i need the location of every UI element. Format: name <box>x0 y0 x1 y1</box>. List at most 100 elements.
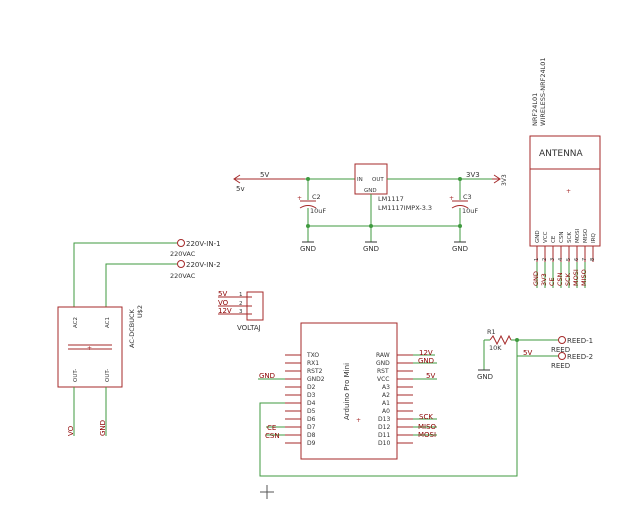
power-section: 5v 5V IN OUT GND LM1117 LM1117IMPX-3.3 3… <box>233 163 508 253</box>
nrf-pin-number: 8 <box>590 258 596 261</box>
reed-1-name: REED-1 <box>567 337 593 345</box>
arduino-net-csn: CSN <box>265 432 280 440</box>
cap-c3-name: C3 <box>463 193 472 201</box>
nrf-pin-number: 4 <box>558 258 564 261</box>
supply-5v-symbol <box>233 174 305 184</box>
arduino-pin-label: VCC <box>377 376 389 383</box>
volt-jack-net: VO <box>218 299 229 307</box>
psu-body <box>57 306 123 388</box>
cap-c3-plate-bottom <box>451 205 469 209</box>
volt-jack-pin-number: 1 <box>239 292 243 298</box>
psu-origin: + <box>87 345 92 352</box>
net-3v3-label: 3V3 <box>466 171 480 179</box>
nrf-subtitle: WIRELESS-NRF24L01 <box>539 57 547 126</box>
arduino-body <box>300 322 398 460</box>
nrf-body <box>529 135 601 247</box>
reed-2-value: REED <box>551 362 570 370</box>
psu-pin-ac2: AC2 <box>73 317 79 328</box>
arduino-pin-label: D7 <box>307 424 316 431</box>
arduino-net-ce: CE <box>267 424 276 432</box>
arduino-pin-label: RST2 <box>307 368 323 375</box>
mains-connector-2-name: 220V-IN-2 <box>186 261 221 269</box>
cap-c3-value: 10uF <box>462 207 478 215</box>
regulator-pin-out: OUT <box>372 177 384 183</box>
regulator-value: LM1117IMPX-3.3 <box>378 204 432 212</box>
nrf-pin-label: MISO <box>583 228 589 243</box>
arduino-pin-label: D2 <box>307 384 316 391</box>
psu-pin-out-minus: OUT- <box>73 369 79 382</box>
arduino-pin-label: GND <box>376 360 390 367</box>
nrf-pin-number: 3 <box>550 258 556 261</box>
volt-jack-net: 12V <box>218 307 232 315</box>
resistor-r1-name: R1 <box>487 328 496 336</box>
reed-1-pad <box>558 336 566 344</box>
resistor-r1-value: 10K <box>489 344 502 352</box>
nrf-net-label: MOSI <box>572 269 580 286</box>
arduino-pin-label: A0 <box>382 408 390 415</box>
arduino-pin-label: D6 <box>307 416 316 423</box>
nrf-pin-label: IRQ <box>591 233 597 243</box>
nrf-pin-label: CSN <box>559 232 565 243</box>
arduino-pin-label: RAW <box>376 352 390 359</box>
arduino-net-miso: MISO <box>418 423 437 431</box>
arduino-pin-label: GND2 <box>307 376 325 383</box>
arduino-net-12v: 12V <box>419 349 433 357</box>
nrf-pin-label: VCC <box>543 231 549 243</box>
nrf-pin-label: CE <box>551 235 557 243</box>
arduino-pin-label: RST <box>377 368 389 375</box>
volt-jack-net: 5V <box>218 290 227 298</box>
arduino-name: Arduino Pro Mini <box>343 363 351 420</box>
supply-3v3-symbol-label: 3V3 <box>501 174 508 186</box>
nrf24l01-module: NRF24L01 WIRELESS-NRF24L01 ANTENNA + GND… <box>529 57 601 288</box>
arduino-left-pins <box>285 354 301 444</box>
gnd-label: GND <box>363 245 379 253</box>
reed-gnd-label: GND <box>477 373 493 381</box>
arduino-pin-label: D8 <box>307 432 316 439</box>
arduino-right-pin-labels: RAW GND RST VCC A3 A2 A1 A0 D13 D12 D11 … <box>376 352 390 447</box>
reed-1-value: REED <box>551 346 570 354</box>
arduino-left-pin-labels: TXO RX1 RST2 GND2 D2 D3 D4 D5 D6 D7 D8 D… <box>306 352 325 447</box>
nrf-title: NRF24L01 <box>531 93 539 126</box>
wire-mains-2 <box>105 263 177 307</box>
nrf-pin-number: 7 <box>582 258 588 261</box>
arduino-pin-label: A3 <box>382 384 390 391</box>
resistor-r1 <box>489 334 512 346</box>
arduino-net-sck: SCK <box>419 413 433 421</box>
arduino-net-gnd-right: GND <box>418 357 434 365</box>
nrf-net-label: GND <box>532 271 540 286</box>
mains-connector-2-pad <box>177 260 185 268</box>
nrf-net-label: CSN <box>556 272 564 286</box>
junction-dot <box>458 224 462 228</box>
arduino-pin-label: D11 <box>378 432 390 439</box>
nrf-net-label: MISO <box>580 269 588 286</box>
arduino-pin-label: D13 <box>378 416 390 423</box>
nrf-pin-leads <box>536 246 594 262</box>
junction-dot <box>369 224 373 228</box>
nrf-pin-label: GND <box>535 230 541 243</box>
psu-pin-ac1: AC1 <box>105 317 111 328</box>
arduino-net-5v: 5V <box>426 372 435 380</box>
mains-connector-2-value: 220VAC <box>170 272 196 280</box>
mains-connector-1-value: 220VAC <box>170 250 196 258</box>
gnd-label: GND <box>452 245 468 253</box>
arduino-net-gnd: GND <box>259 372 275 380</box>
junction-dot <box>306 177 310 181</box>
cap-c2-name: C2 <box>312 193 321 201</box>
cap-c2-plate-bottom <box>299 205 317 209</box>
nrf-pin-numbers: 1 2 3 4 5 6 7 8 <box>534 258 596 261</box>
mains-connector-1-pad <box>177 239 185 247</box>
nrf-pin-labels: GND VCC CE CSN SCK MOSI MISO IRQ <box>535 228 597 243</box>
cap-c2-polarity: + <box>297 195 302 202</box>
arduino-pin-label: D4 <box>307 400 316 407</box>
nrf-pin-number: 6 <box>574 258 580 261</box>
nrf-net-labels: GND 3V3 CE CSN SCK MOSI MISO <box>532 262 588 288</box>
nrf-pin-number: 2 <box>542 258 548 261</box>
volt-jack-name: VOLTAJ <box>237 324 261 332</box>
arduino-pin-label: D3 <box>307 392 316 399</box>
arduino-pin-label: D5 <box>307 408 316 415</box>
arduino-net-mosi: MOSI <box>418 431 436 439</box>
psu-out-net-vo: VO <box>67 425 75 436</box>
nrf-pin-number: 5 <box>566 258 572 261</box>
psu-out-net-gnd: GND <box>99 420 107 436</box>
